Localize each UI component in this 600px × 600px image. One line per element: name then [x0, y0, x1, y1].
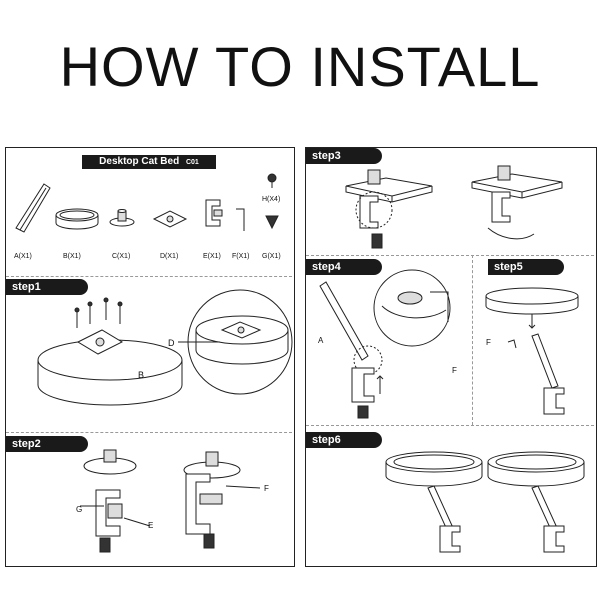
part-e-drawing	[205, 199, 223, 227]
step2-drawing	[80, 449, 261, 553]
right-panel	[305, 147, 597, 567]
step3-drawing	[345, 165, 563, 249]
step5-drawing	[485, 287, 579, 415]
step6-tab: step6	[306, 432, 382, 448]
callout-f-step4: F	[452, 366, 457, 375]
callout-f-step5: F	[486, 338, 491, 347]
divider-step3	[306, 255, 594, 256]
callout-g: G	[76, 505, 83, 514]
part-label-h: H(X4)	[262, 196, 281, 203]
step3-tab: step3	[306, 148, 382, 164]
step1-drawing	[37, 289, 293, 406]
kit-header: Desktop Cat Bed C01	[82, 155, 216, 169]
step2-tab: step2	[6, 436, 88, 452]
kit-name: Desktop Cat Bed	[99, 156, 180, 167]
part-a-drawing	[15, 183, 51, 233]
part-label-a: A(X1)	[14, 253, 32, 260]
part-f-drawing	[236, 208, 245, 231]
step1-tab: step1	[6, 279, 88, 295]
step4-tab: step4	[306, 259, 382, 275]
part-label-f: F(X1)	[232, 253, 250, 260]
callout-f-step2: F	[264, 484, 269, 493]
step4-drawing	[319, 269, 451, 419]
step6-drawing	[385, 451, 585, 553]
callout-e: E	[148, 521, 154, 530]
part-label-c: C(X1)	[112, 253, 131, 260]
part-b-drawing	[55, 208, 99, 230]
divider-step1	[6, 432, 292, 433]
part-d-drawing	[152, 210, 188, 228]
part-label-e: E(X1)	[203, 253, 221, 260]
callout-d: D	[168, 338, 175, 348]
divider-step45	[306, 425, 594, 426]
part-label-b: B(X1)	[63, 253, 81, 260]
part-h-drawing	[267, 173, 277, 188]
part-c-drawing	[109, 209, 135, 227]
step5-tab: step5	[488, 259, 564, 275]
page-title: HOW TO INSTALL	[59, 35, 541, 98]
callout-a: A	[318, 336, 324, 345]
kit-code: C01	[185, 159, 199, 166]
part-label-d: D(X1)	[160, 253, 179, 260]
part-g-drawing	[265, 215, 279, 230]
divider-step4-5	[472, 255, 473, 425]
part-label-g: G(X1)	[262, 253, 281, 260]
callout-b: B	[138, 370, 145, 380]
divider-parts	[6, 276, 292, 277]
